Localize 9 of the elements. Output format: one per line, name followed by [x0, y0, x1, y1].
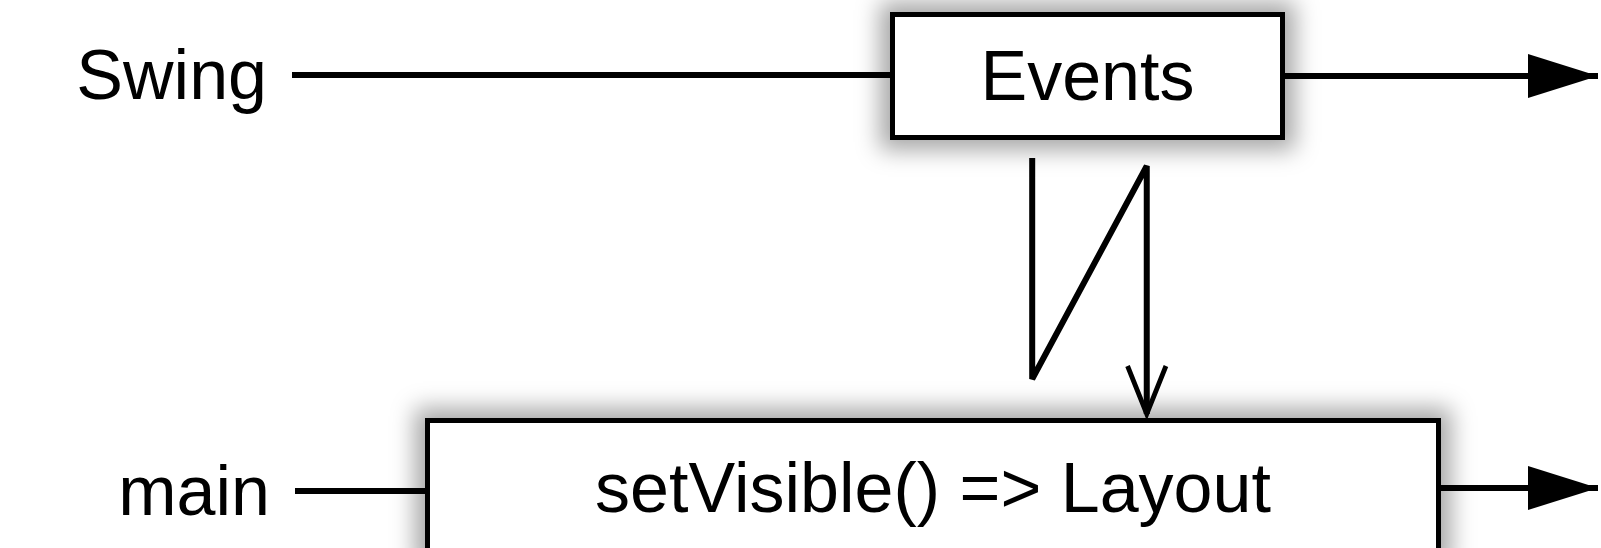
thread-label: Swing — [12, 30, 267, 120]
process-box: Events — [890, 12, 1285, 140]
process-box: setVisible() => Layout — [425, 418, 1441, 548]
line — [292, 72, 890, 78]
thread-label: main — [60, 446, 270, 536]
line — [295, 488, 425, 494]
zigzag-arrow — [1029, 158, 1169, 417]
arrow — [1285, 54, 1598, 98]
arrow — [1441, 466, 1598, 510]
